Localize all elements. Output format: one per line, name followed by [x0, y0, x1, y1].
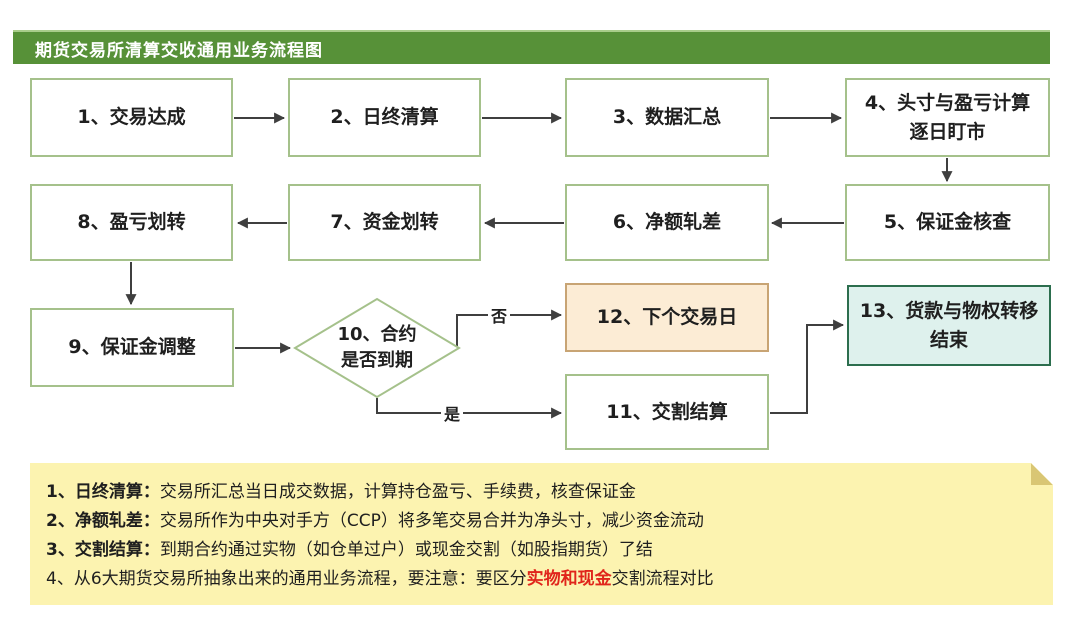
page-title: 期货交易所清算交收通用业务流程图	[13, 30, 1050, 64]
node-8-pnl-transfer: 8、盈亏划转	[30, 184, 233, 261]
node-11-delivery-settlement: 11、交割结算	[565, 374, 769, 450]
folded-corner	[1031, 463, 1053, 485]
note-term: 2、净额轧差：	[46, 511, 160, 531]
notes-panel: 1、日终清算：交易所汇总当日成交数据，计算持仓盈亏、手续费，核查保证金 2、净额…	[30, 463, 1053, 605]
note-text: 交割流程对比	[611, 569, 714, 589]
node-5-margin-check: 5、保证金核查	[845, 184, 1050, 261]
node-3-data-aggregation: 3、数据汇总	[565, 78, 769, 157]
note-term: 3、交割结算：	[46, 540, 160, 560]
node-7-funds-transfer: 7、资金划转	[288, 184, 481, 261]
note-line-4: 4、从6大期货交易所抽象出来的通用业务流程，要注意：要区分实物和现金交割流程对比	[46, 565, 1053, 594]
node-9-margin-adjustment: 9、保证金调整	[30, 308, 234, 387]
node-6-netting: 6、净额轧差	[565, 184, 769, 261]
note-term: 1、日终清算：	[46, 482, 160, 502]
note-text: 交易所作为中央对手方（CCP）将多笔交易合并为净头寸，减少资金流动	[159, 511, 704, 531]
node-2-end-of-day-clearing: 2、日终清算	[288, 78, 481, 157]
note-line-1: 1、日终清算：交易所汇总当日成交数据，计算持仓盈亏、手续费，核查保证金	[46, 478, 1053, 507]
decision-diamond-label: 10、合约 是否到期	[337, 323, 417, 371]
note-highlight-red: 实物和现金	[526, 569, 612, 589]
arrow-10-yes-to-11	[376, 398, 563, 419]
node-13-payment-title-transfer-end: 13、货款与物权转移 结束	[847, 285, 1051, 366]
node-4-position-pnl-mark-to-market: 4、头寸与盈亏计算 逐日盯市	[845, 78, 1050, 157]
branch-label-yes: 是	[441, 401, 464, 425]
note-line-2: 2、净额轧差：交易所作为中央对手方（CCP）将多笔交易合并为净头寸，减少资金流动	[46, 507, 1053, 536]
note-text: 交易所汇总当日成交数据，计算持仓盈亏、手续费，核查保证金	[159, 482, 636, 502]
node-10-contract-expiry-decision: 10、合约 是否到期	[293, 297, 461, 399]
note-text: 到期合约通过实物（如仓单过户）或现金交割（如股指期货）了结	[159, 540, 653, 560]
node-12-next-trading-day: 12、下个交易日	[565, 283, 769, 352]
branch-label-no: 否	[488, 303, 511, 327]
node-1-trade-executed: 1、交易达成	[30, 78, 233, 157]
arrow-11-to-13	[770, 319, 845, 414]
decision-diamond-shape	[293, 297, 461, 399]
note-text: 4、从6大期货交易所抽象出来的通用业务流程，要注意：要区分	[46, 569, 527, 589]
note-line-3: 3、交割结算：到期合约通过实物（如仓单过户）或现金交割（如股指期货）了结	[46, 536, 1053, 565]
